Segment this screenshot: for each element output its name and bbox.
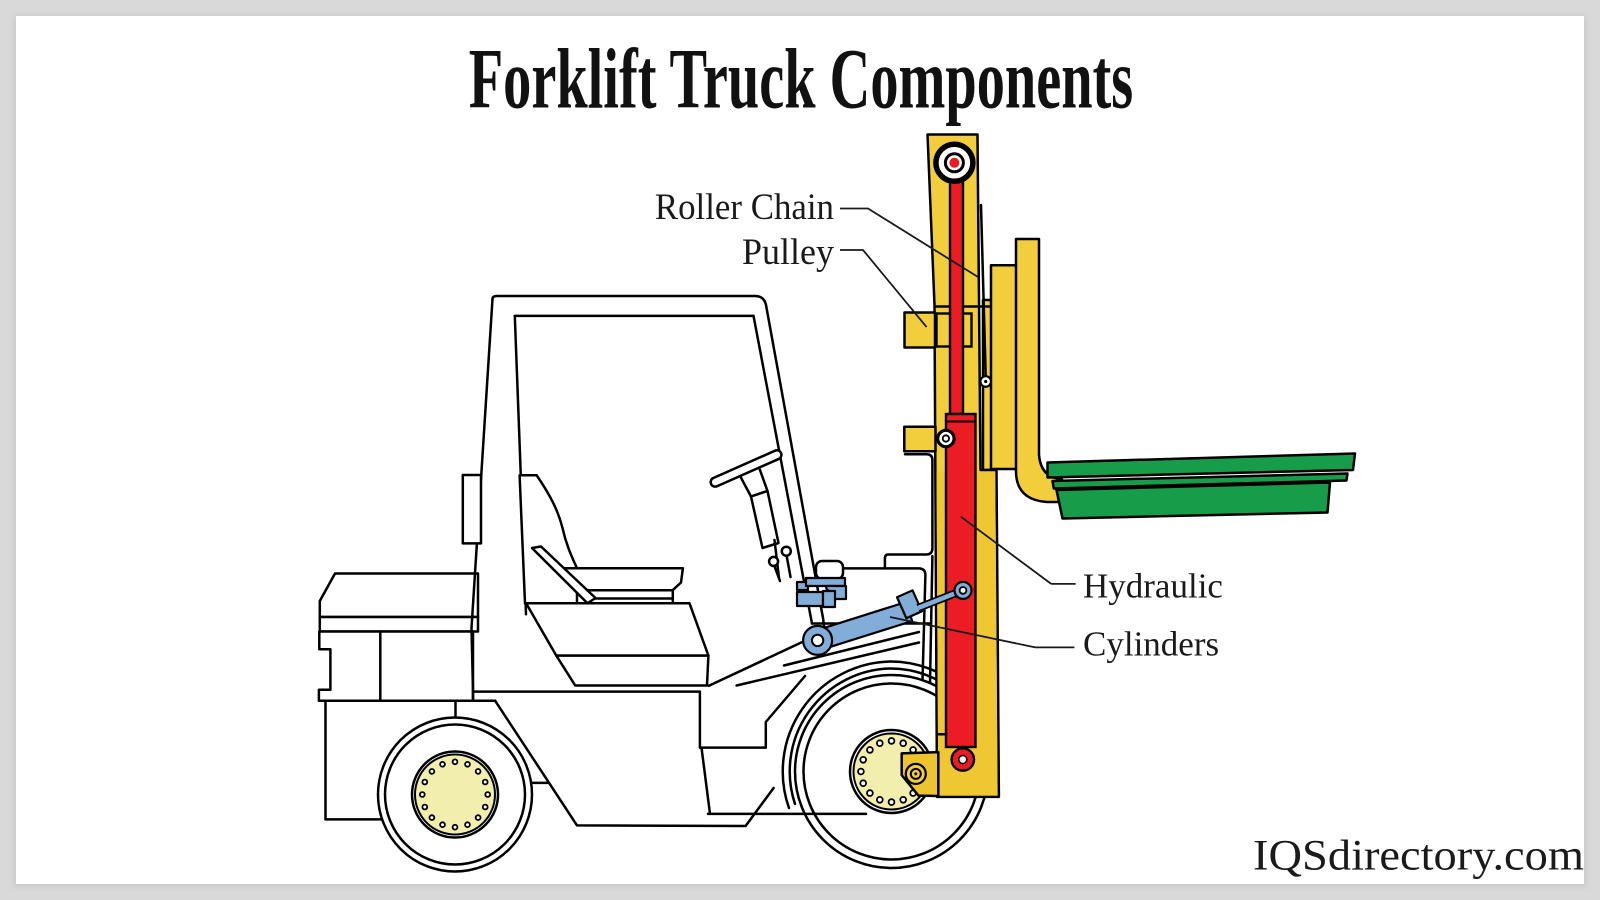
svg-text:Roller Chain: Roller Chain	[655, 186, 834, 227]
svg-text:Cylinders: Cylinders	[1083, 625, 1219, 664]
svg-text:Pulley: Pulley	[742, 230, 835, 272]
svg-text:Hydraulic: Hydraulic	[1083, 566, 1223, 605]
svg-text:Forklift Truck Components: Forklift Truck Components	[469, 31, 1133, 127]
svg-text:IQSdirectory.com: IQSdirectory.com	[1253, 831, 1584, 879]
